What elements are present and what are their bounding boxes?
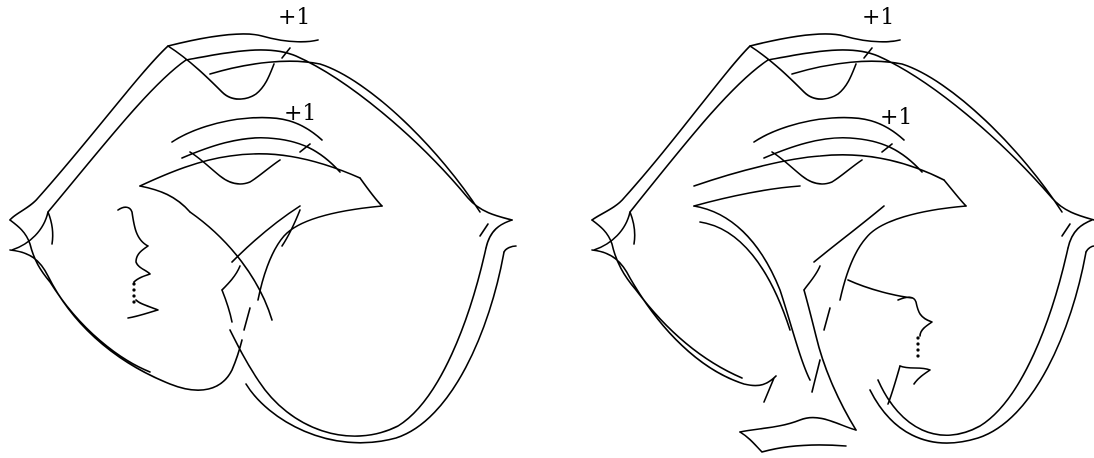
twist-column-right	[888, 297, 932, 404]
framing-label-top-right: +1	[862, 5, 894, 30]
framing-label-inner-left: +1	[284, 101, 316, 126]
left-diagram: +1 +1	[10, 5, 516, 443]
inner-band-right	[694, 118, 966, 430]
right-diagram: +1 +1	[592, 5, 1094, 452]
outer-band-right	[592, 34, 1094, 452]
twist-column-left	[118, 207, 158, 318]
outer-band-left	[10, 34, 516, 443]
inner-band-left	[140, 118, 382, 330]
framing-label-top-left: +1	[278, 5, 310, 30]
